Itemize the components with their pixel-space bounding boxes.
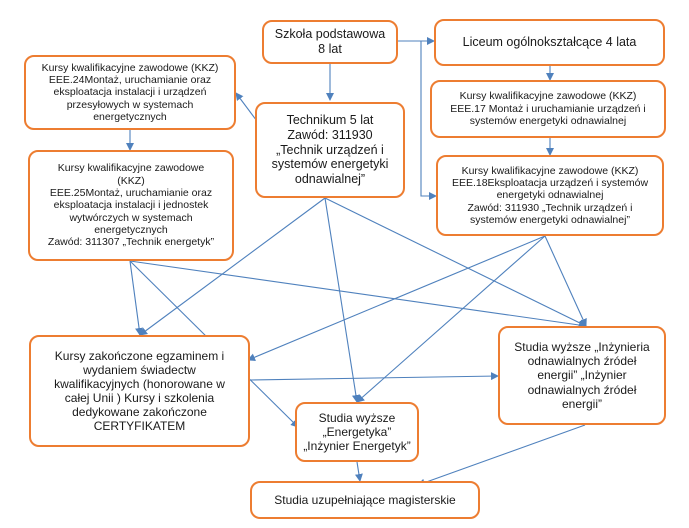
node-line: „Technik urządzeń i: [276, 142, 384, 157]
node-line: kwalifikacyjnych (honorowane w: [54, 376, 225, 391]
node-line: EEE.18Eksploatacja urządzeń i systemów: [451, 176, 649, 189]
node-line: Studia uzupełniające magisterskie: [274, 492, 456, 507]
node-line: CERTYFIKATEM: [93, 419, 186, 434]
node-liceum: Liceum ogólnokształcące 4 lata: [434, 19, 665, 66]
node-kkz-eee25: Kursy kwalifikacyjne zawodowe (KKZ) EEE.…: [28, 150, 234, 261]
node-line: wytwórczych w systemach: [69, 211, 193, 224]
node-line: energetycznych: [94, 224, 168, 237]
arrow: [249, 372, 499, 381]
node-szkola-podstawowa: Szkoła podstawowa 8 lat: [262, 20, 398, 64]
node-line: Kursy kwalifikacyjne zawodowe (KKZ): [459, 90, 637, 103]
node-studia-magisterskie: Studia uzupełniające magisterskie: [250, 481, 480, 519]
node-line: systemów energetyki: [271, 157, 389, 172]
node-line: całej Unii ) Kursy i szkolenia: [64, 391, 215, 405]
arrow: [544, 235, 587, 327]
node-line: odnawialnych źródeł: [527, 382, 637, 397]
node-line: Liceum ogólnokształcące 4 lata: [462, 35, 637, 50]
node-kkz-eee17: Kursy kwalifikacyjne zawodowe (KKZ) EEE.…: [430, 80, 666, 138]
node-line: wydaniem świadectw: [83, 362, 196, 377]
node-line: systemów energetyki odnawialnej”: [470, 214, 630, 227]
node-line: Studia wyższe „Inżynieria: [514, 340, 650, 355]
node-line: „Inżynier Energetyk”: [303, 439, 411, 454]
node-line: Technikum 5 lat: [286, 113, 374, 128]
node-line: odnawialnej”: [294, 172, 366, 187]
node-line: „Energetyka”: [322, 424, 392, 439]
node-line: eksploatacja instalacji i jednostek: [53, 199, 209, 212]
node-line: EEE.24Montaż, uruchamianie oraz: [48, 73, 212, 86]
node-line: (KKZ): [117, 174, 145, 187]
node-line: Studia wyższe: [318, 410, 396, 425]
node-line: Kursy kwalifikacyjne zawodowe (KKZ): [461, 164, 639, 177]
arrow: [129, 260, 144, 336]
node-line: Kursy zakończone egzaminem i: [54, 348, 225, 363]
node-line: odnawialnych źródeł: [527, 354, 637, 369]
node-line: energii”: [561, 396, 603, 411]
node-line: EEE.17 Montaż i uruchamianie urządzeń i: [450, 102, 646, 115]
node-studia-energetyka: Studia wyższe „Energetyka” „Inżynier Ene…: [295, 402, 419, 462]
node-line: Zawód: 311307 „Technik energetyk”: [47, 236, 215, 249]
node-line: Zawód: 311930 „Technik urządzeń i: [467, 201, 633, 214]
node-line: Szkoła podstawowa: [274, 27, 386, 42]
node-line: EEE.25Montaż, uruchamianie oraz: [49, 186, 213, 199]
node-line: Kursy kwalifikacyjne zawodowe (KKZ): [41, 61, 219, 74]
node-kkz-eee18: Kursy kwalifikacyjne zawodowe (KKZ) EEE.…: [436, 155, 664, 236]
node-kkz-eee24: Kursy kwalifikacyjne zawodowe (KKZ) EEE.…: [24, 55, 236, 130]
node-line: Zawód: 311930: [287, 127, 373, 142]
arrow: [129, 260, 587, 329]
arrow: [354, 461, 363, 482]
node-technikum: Technikum 5 lat Zawód: 311930 „Technik u…: [255, 102, 405, 198]
node-line: 8 lat: [318, 42, 342, 56]
arrow: [324, 197, 360, 403]
arrow: [417, 424, 586, 487]
node-line: systemów energetyki odnawialnej: [469, 115, 627, 128]
node-line: energetycznych: [93, 111, 167, 124]
node-studia-oze: Studia wyższe „Inżynieria odnawialnych ź…: [498, 326, 666, 425]
node-line: eksploatacja instalacji i urządzeń: [53, 86, 207, 99]
node-line: przesyłowych w systemach: [66, 98, 194, 111]
node-line: energetyki odnawialnej: [496, 189, 604, 202]
node-kursy-certyfikat: Kursy zakończone egzaminem i wydaniem św…: [29, 335, 250, 447]
node-line: Kursy kwalifikacyjne zawodowe: [57, 162, 205, 175]
node-line: energii” „Inżynier: [537, 368, 627, 383]
node-line: dedykowane zakończone: [72, 405, 207, 420]
